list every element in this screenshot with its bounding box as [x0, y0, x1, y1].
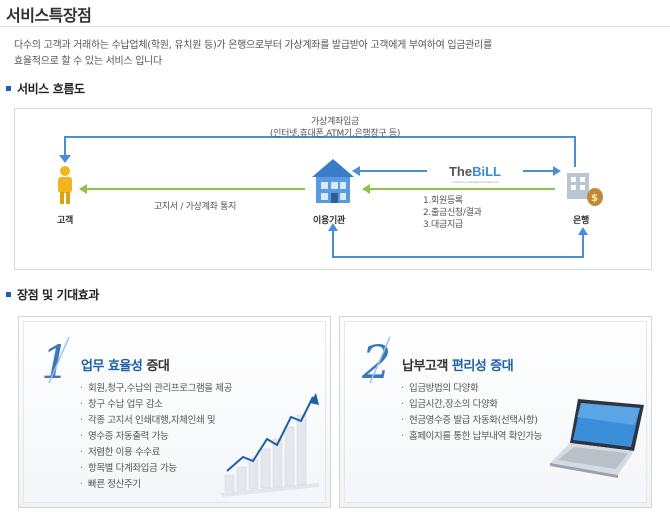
service-step-1: 1.회원등록: [423, 196, 463, 206]
list-item: 각종 고지서 인쇄대행,자체인쇄 및: [79, 413, 232, 429]
intro-line-2: 효율적으로 할 수 있는 서비스 입니다: [14, 56, 162, 67]
benefit-card-efficiency: 1 업무 효율성 증대 회원,청구,수납의 관리프로그램을 제공 창구 수납 업…: [18, 316, 331, 508]
service-steps: 1.회원등록 2.출금신청/결과 3.대금지급: [423, 195, 513, 231]
customer-person-icon: [58, 166, 72, 204]
notice-label: 고지서 / 가상계좌 통지: [153, 202, 237, 212]
convenience-benefits-list: 입금방법의 다양화 입금시간,장소의 다양화 현금영수증 발급 자동화(선택사항…: [400, 381, 542, 445]
title-divider: [0, 26, 670, 27]
laptop-illustration: [550, 399, 644, 478]
deposit-label-line1: 가상계좌입금: [311, 117, 359, 127]
growth-chart-illustration: [219, 393, 319, 497]
settlement-arrow: [328, 223, 588, 258]
card-title-highlight: 편리성 증대: [451, 359, 514, 374]
card-title-pre: 납부고객: [402, 359, 452, 374]
intro-text: 다수의 고객과 거래하는 수납업체(학원, 유치원 등)가 은행으로부터 가상계…: [14, 38, 654, 70]
deposit-label-line2: (인터넷,휴대폰,ATM기,은행창구 등): [269, 129, 401, 139]
efficiency-benefits-list: 회원,청구,수납의 관리프로그램을 제공 창구 수납 업무 감소 각종 고지서 …: [79, 381, 232, 493]
benefit-card-convenience: 2 납부고객 편리성 증대 입금방법의 다양화 입금시간,장소의 다양화 현금영…: [339, 316, 652, 508]
flow-heading-text: 서비스 흐름도: [17, 82, 85, 96]
service-request-arrow: [362, 184, 555, 194]
thebill-logo-subtitle: collection management service: [451, 180, 499, 184]
intro-line-1: 다수의 고객과 거래하는 수납업체(학원, 유치원 등)가 은행으로부터 가상계…: [14, 40, 492, 51]
list-item: 항목별 다계좌입금 가능: [79, 461, 232, 477]
thebill-logo-bill: BiLL: [472, 164, 501, 179]
flow-arrows: $: [58, 136, 603, 258]
list-item: 현금영수증 발급 자동화(선택사항): [400, 413, 542, 429]
square-bullet-icon: [6, 292, 11, 297]
service-step-2: 2.출금신청/결과: [423, 208, 482, 218]
list-item: 저렴한 이용 수수료: [79, 445, 232, 461]
card-title: 업무 효율성 증대: [81, 355, 170, 374]
list-item: 입금시간,장소의 다양화: [400, 397, 542, 413]
deposit-arrow: [59, 136, 576, 167]
service-step-3: 3.대금지급: [423, 220, 463, 230]
list-item: 입금방법의 다양화: [400, 381, 542, 397]
card-title-rest: 증대: [142, 359, 170, 374]
bank-building-icon: $: [567, 173, 603, 206]
svg-text:$: $: [591, 193, 598, 204]
list-item: 회원,청구,수납의 관리프로그램을 제공: [79, 381, 232, 397]
institution-label: 이용기관: [313, 216, 345, 226]
bank-label: 은행: [573, 216, 589, 226]
deposit-label: 가상계좌입금 (인터넷,휴대폰,ATM기,은행창구 등): [235, 116, 435, 140]
institution-building-icon: [312, 159, 354, 203]
list-item: 영수증 자동출력 가능: [79, 429, 232, 445]
card-title-highlight: 업무 효율성: [81, 359, 143, 374]
number-slash-icon: [369, 336, 391, 384]
service-flow-diagram: $ 가상계좌입금 (인터넷,휴대폰,ATM기,은행창구 등) TheBiLL c…: [14, 108, 652, 270]
page-title: 서비스특장점: [6, 6, 92, 25]
benefits-heading-text: 장점 및 기대효과: [17, 288, 100, 302]
number-slash-icon: [48, 336, 70, 384]
thebill-logo: TheBiLL collection management service: [427, 161, 523, 184]
list-item: 빠른 정산주기: [79, 477, 232, 493]
benefits-section-heading: 장점 및 기대효과: [6, 286, 99, 303]
card-title: 납부고객 편리성 증대: [402, 355, 514, 374]
list-item: 창구 수납 업무 감소: [79, 397, 232, 413]
thebill-logo-the: The: [448, 164, 473, 179]
flow-section-heading: 서비스 흐름도: [6, 80, 85, 97]
customer-label: 고객: [57, 216, 73, 226]
square-bullet-icon: [6, 86, 11, 91]
notice-arrow: [79, 184, 305, 194]
list-item: 홈페이지를 통한 납부내역 확인가능: [400, 429, 542, 445]
